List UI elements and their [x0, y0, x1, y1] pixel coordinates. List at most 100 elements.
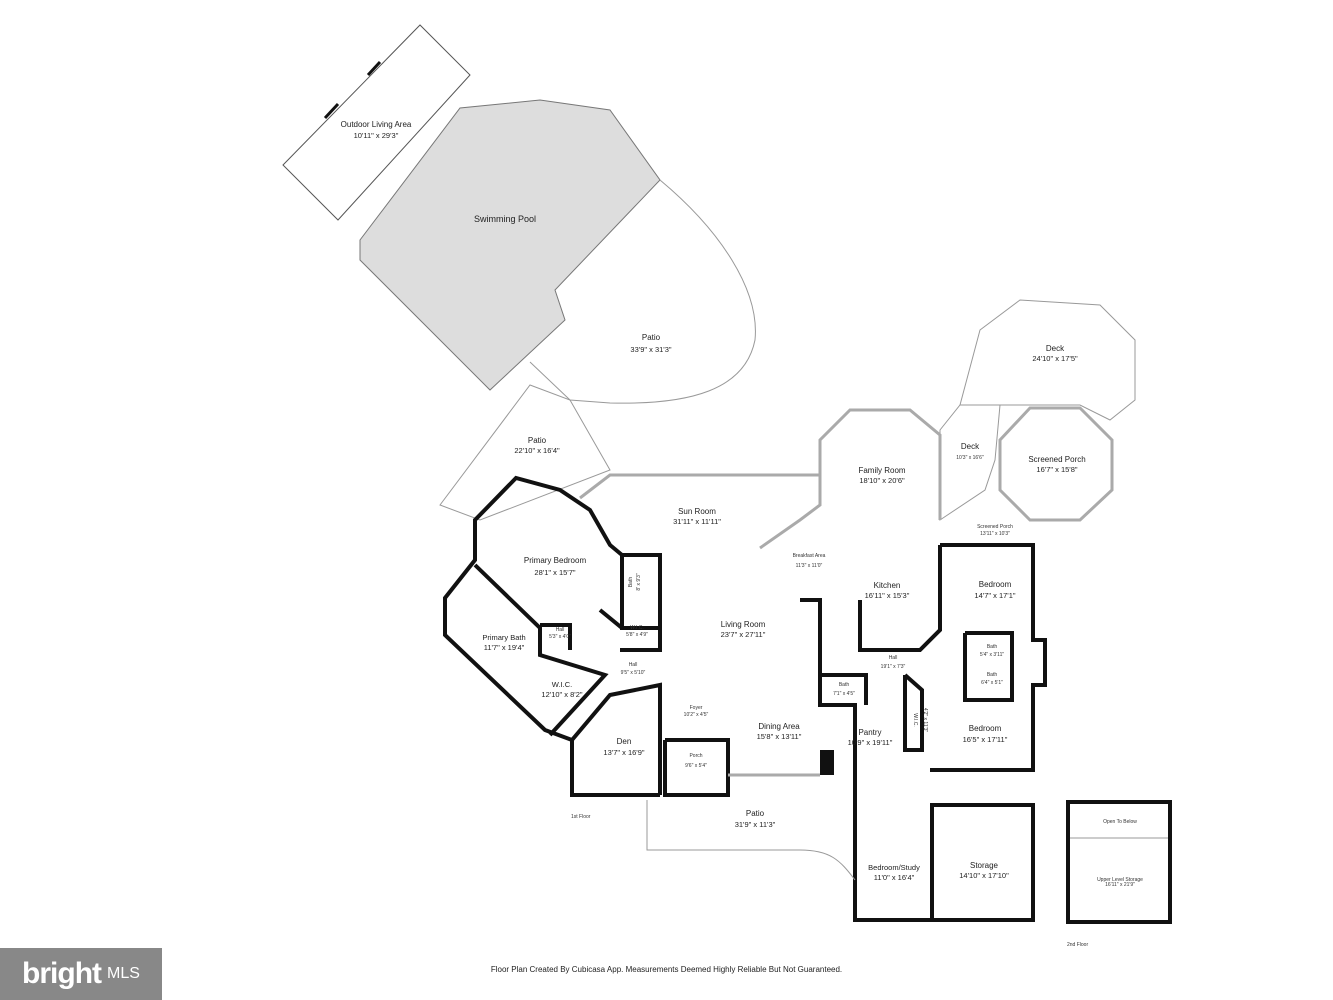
house-wall-primary — [473, 475, 624, 557]
room-label: Pantry — [858, 728, 881, 737]
room-dims: 13'7" x 16'9" — [603, 748, 644, 757]
room-label: Open To Below — [1103, 819, 1137, 825]
house-wall-east — [930, 543, 1047, 772]
first-floor-label: 1st Floor — [571, 814, 591, 820]
room-label: Bedroom — [979, 580, 1012, 589]
room-label: Screened Porch — [1028, 455, 1085, 464]
house-wall-wic-pantry — [903, 673, 924, 752]
room-dims: 19'1" x 7'3" — [881, 664, 906, 670]
room-label: W.I.C. — [630, 625, 644, 631]
room-dims: 16'7" x 15'8" — [1036, 465, 1077, 474]
room-dims: 4'2" x 11'3" — [922, 708, 928, 732]
logo-suffix: MLS — [107, 965, 140, 982]
front-patio-outline — [646, 800, 856, 881]
room-dims: 8' x 9'3" — [636, 573, 642, 591]
screened-porch-outline — [998, 406, 1114, 522]
patio-left-outline — [439, 384, 611, 521]
room-label: Kitchen — [874, 581, 901, 590]
house-wall-west — [443, 525, 660, 797]
second-floor-outline — [1066, 800, 1172, 924]
swimming-pool — [359, 99, 661, 391]
room-label: Bedroom/Study — [868, 863, 920, 872]
room-label: Family Room — [858, 466, 905, 475]
room-dims: 10'11" x 29'3" — [354, 131, 399, 140]
room-label: Sun Room — [678, 507, 716, 516]
room-label: Bath — [987, 644, 998, 650]
room-dims: 5'3" x 4'0" — [549, 634, 571, 640]
room-label: Patio — [528, 436, 547, 445]
room-dims: 23'7" x 27'11" — [721, 630, 766, 639]
column — [820, 750, 834, 775]
house-wall-porch — [663, 738, 730, 797]
room-dims: 10'3" x 16'6" — [956, 455, 984, 461]
house-wall-garage — [853, 775, 1035, 922]
house-wall-den — [570, 682, 662, 795]
room-label: Bath — [839, 682, 850, 688]
room-dims: 33'9" x 31'3" — [630, 345, 671, 354]
room-dims: 13'11" x 10'3" — [980, 531, 1010, 537]
room-label: Patio — [642, 333, 661, 342]
outdoor-living-area-outline — [282, 24, 471, 221]
room-dims: 11'0" x 16'4" — [874, 873, 915, 882]
room-dims: 16'11" x 21'9" — [1105, 882, 1135, 888]
house-wall-wic — [598, 608, 662, 652]
bright-mls-logo: bright MLS — [0, 948, 162, 1000]
room-label: Porch — [689, 753, 702, 759]
room-label: Deck — [961, 442, 980, 451]
house-wall-hall-small — [540, 623, 572, 650]
room-dims: 15'8" x 13'11" — [757, 732, 802, 741]
room-dims: 31'9" x 11'3" — [735, 820, 776, 829]
room-dims: 14'7" x 17'1" — [974, 591, 1015, 600]
room-dims: 22'10" x 16'4" — [514, 446, 560, 455]
room-dims: 11'3" x 11'0" — [796, 563, 823, 569]
room-label: Foyer — [690, 705, 703, 711]
house-wall-kitchen — [858, 545, 942, 652]
room-dims: 5'4" x 3'11" — [980, 652, 1004, 658]
house-wall-baths — [963, 631, 1014, 702]
room-dims: 12'10" x 8'2" — [541, 690, 582, 699]
room-dims: 16'11" x 15'3" — [865, 591, 910, 600]
house-wall-primary-bath — [473, 563, 609, 737]
room-label: Breakfast Area — [793, 553, 826, 559]
room-label: Primary Bedroom — [524, 556, 587, 565]
house-wall-living-east — [800, 598, 857, 775]
room-label: Patio — [746, 809, 765, 818]
room-label: Upper Level Storage — [1097, 877, 1143, 883]
deck-small-outline — [939, 404, 1001, 521]
room-dims: 9'5" x 5'10" — [621, 670, 646, 676]
room-label: Hall — [629, 662, 638, 668]
room-label: Dining Area — [758, 722, 800, 731]
room-label: Living Room — [721, 620, 766, 629]
room-dims: 31'11" x 11'11" — [673, 517, 721, 526]
second-floor-label: 2nd Floor — [1067, 942, 1089, 948]
room-label: Primary Bath — [482, 633, 525, 642]
room-labels: Outdoor Living Area 10'11" x 29'3" Swimm… — [341, 120, 1144, 888]
room-label: Bath — [987, 672, 998, 678]
house-wall-bath-c — [820, 673, 868, 705]
room-dims: 16'5" x 17'11" — [963, 735, 1008, 744]
room-label: Deck — [1046, 344, 1065, 353]
room-label: W.I.C. — [552, 680, 572, 689]
room-dims: 10'9" x 19'11" — [848, 738, 893, 747]
room-label: Screened Porch — [977, 524, 1013, 530]
footer-disclaimer: Floor Plan Created By Cubicasa App. Meas… — [490, 965, 843, 974]
room-dims: 28'1" x 15'7" — [534, 568, 575, 577]
room-label: Hall — [889, 655, 898, 661]
logo-brand: bright — [22, 957, 102, 990]
room-label: W.I.C. — [912, 713, 918, 727]
patio-outline — [529, 179, 756, 404]
room-dims: 5'8" x 4'9" — [626, 632, 648, 638]
room-label: Outdoor Living Area — [341, 120, 412, 129]
room-label: Hall — [556, 627, 565, 633]
room-label: Swimming Pool — [474, 214, 536, 224]
room-dims: 14'10" x 17'10" — [959, 871, 1009, 880]
room-dims: 9'6" x 5'4" — [685, 763, 707, 769]
room-label: Storage — [970, 861, 999, 870]
house-wall-family — [818, 408, 942, 520]
room-dims: 11'7" x 19'4" — [484, 643, 525, 652]
room-dims: 6'4" x 5'1" — [981, 680, 1003, 686]
room-label: Bedroom — [969, 724, 1002, 733]
room-label: Den — [617, 737, 632, 746]
